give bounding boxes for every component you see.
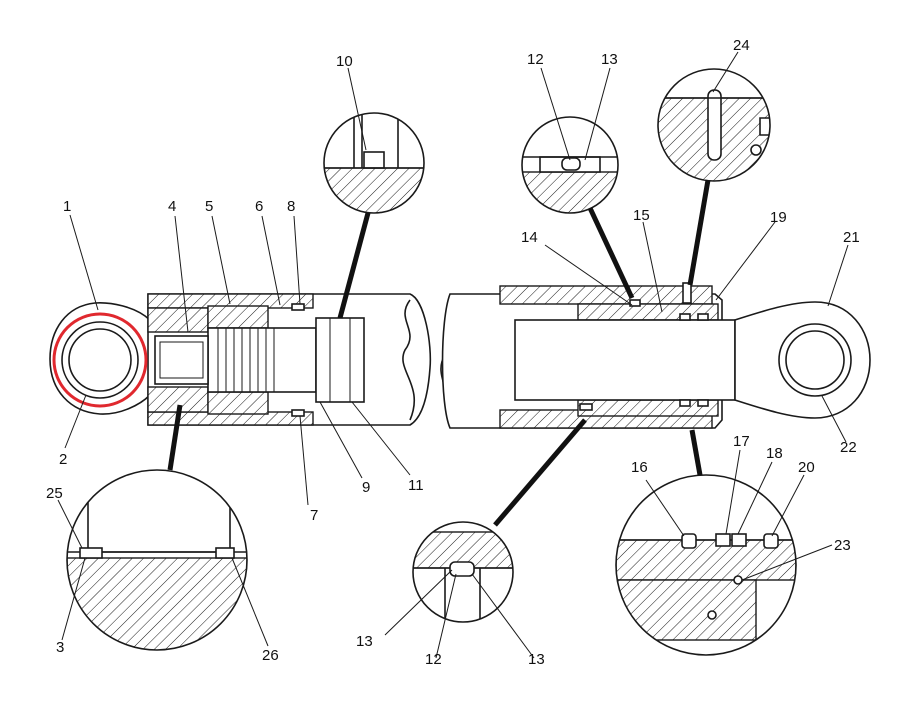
- left-eye-bearing-outer: [61, 321, 139, 399]
- seal-top: [291, 303, 305, 311]
- label-12-top: 12: [527, 51, 544, 68]
- rod-nut: [315, 317, 365, 403]
- label-17: 17: [733, 433, 750, 450]
- rod-eye-bearing-inner: [785, 330, 845, 390]
- label-23: 23: [834, 537, 851, 554]
- plug: [154, 335, 209, 385]
- label-6: 6: [255, 198, 263, 215]
- label-19: 19: [770, 209, 787, 226]
- seal-mark-a: [629, 299, 641, 307]
- piston-top: [207, 305, 269, 329]
- plug-inner: [159, 341, 204, 379]
- label-5: 5: [205, 198, 213, 215]
- detail-10: [323, 112, 425, 319]
- label-13-bottom-right: 13: [528, 651, 545, 668]
- gland-bottom: [577, 399, 719, 417]
- label-15: 15: [633, 207, 650, 224]
- piston-rod: [514, 319, 736, 401]
- seal-bottom: [291, 409, 305, 417]
- label-1: 1: [63, 198, 71, 215]
- seal-mark-e: [697, 399, 709, 407]
- thread-lines: [217, 328, 275, 392]
- rod-eye-bearing-outer: [778, 323, 852, 397]
- label-2: 2: [59, 451, 67, 468]
- seal-mark-b: [679, 313, 691, 321]
- label-13-top: 13: [601, 51, 618, 68]
- label-12-bottom: 12: [425, 651, 442, 668]
- detail-12-13-bottom: [412, 418, 587, 623]
- label-10: 10: [336, 53, 353, 70]
- seal-mark-c: [697, 313, 709, 321]
- label-26: 26: [262, 647, 279, 664]
- label-7: 7: [310, 507, 318, 524]
- label-16: 16: [631, 459, 648, 476]
- right-cylinder-section: [440, 282, 871, 429]
- left-cylinder-section: [49, 293, 432, 426]
- label-24: 24: [733, 37, 750, 54]
- pin: [682, 282, 692, 304]
- part-labels: 1 2 3 4 5 6 7 8 9 10 11 12 13 14 15 16 1…: [46, 37, 860, 668]
- left-break-line: [402, 299, 416, 421]
- label-25: 25: [46, 485, 63, 502]
- detail-16-23: [615, 429, 797, 656]
- label-9: 9: [362, 479, 370, 496]
- gland-top: [577, 303, 719, 321]
- label-8: 8: [287, 198, 295, 215]
- label-4: 4: [168, 198, 176, 215]
- label-13-bottom-left: 13: [356, 633, 373, 650]
- label-22: 22: [840, 439, 857, 456]
- detail-12-13-top: [521, 116, 635, 300]
- seal-mark-f: [579, 403, 593, 411]
- rod-eye: [734, 301, 871, 419]
- left-eye-bearing-inner: [68, 328, 132, 392]
- detail-24: [657, 68, 771, 286]
- label-3: 3: [56, 639, 64, 656]
- label-18: 18: [766, 445, 783, 462]
- head-block-top: [147, 307, 209, 333]
- label-21: 21: [843, 229, 860, 246]
- highlight-circle: [52, 312, 148, 408]
- threaded-rod-end: [207, 327, 317, 393]
- label-20: 20: [798, 459, 815, 476]
- label-14: 14: [521, 229, 538, 246]
- detail-3-25-26: [66, 404, 248, 651]
- leader-lines: [57, 51, 849, 659]
- seal-mark-d: [679, 399, 691, 407]
- piston-bottom: [207, 391, 269, 415]
- label-11: 11: [408, 477, 424, 494]
- right-tube-wall-top: [499, 285, 713, 305]
